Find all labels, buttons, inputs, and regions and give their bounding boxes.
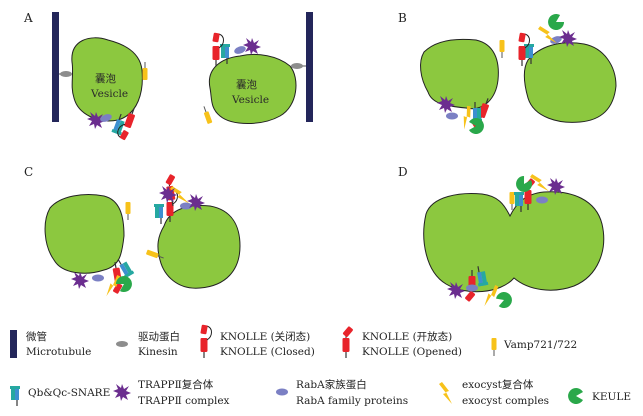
snare-c2 [153, 203, 165, 225]
trapp-a2 [243, 38, 261, 55]
vesicle-c1 [44, 194, 125, 274]
vesicle-b2 [523, 42, 617, 123]
snare-icon [9, 385, 21, 407]
legend-trapp-en: TRAPPⅡ complex [138, 395, 230, 407]
vamp-icon [491, 337, 497, 357]
panel-d: D [398, 165, 605, 310]
vesicle-c2 [157, 205, 241, 289]
legend-keule: KEULE [568, 388, 631, 404]
vesicle-label-cn-a2: 囊泡 [236, 78, 257, 91]
keule-b2 [545, 11, 567, 33]
legend: 微管 Microtubule 驱动蛋白 Kinesin KNOLLE (关闭态)… [9, 323, 631, 407]
trapp-icon [113, 384, 131, 401]
raba-a2 [233, 44, 247, 56]
raba-b1 [446, 112, 458, 120]
vesicle-label-en-a1: Vesicle [90, 88, 128, 100]
legend-trapp: TRAPPⅡ复合体 TRAPPⅡ complex [113, 378, 230, 407]
legend-knolle-closed: KNOLLE (关闭态) KNOLLE (Closed) [199, 323, 315, 359]
vesicle-label-en-a2: Vesicle [231, 94, 269, 106]
legend-knolle-closed-en: KNOLLE (Closed) [220, 346, 315, 358]
vamp-c1 [125, 201, 131, 221]
kinesin-a2 [291, 63, 306, 69]
trapp-c3 [159, 186, 177, 203]
legend-vamp: Vamp721/722 [491, 337, 577, 357]
exocyst-icon [439, 382, 452, 404]
legend-exocyst-cn: exocyst复合体 [462, 378, 534, 391]
legend-raba: RabA家族蛋白 RabA family proteins [276, 378, 408, 407]
legend-microtubule: 微管 Microtubule [10, 330, 91, 358]
panel-label-c: C [24, 165, 33, 179]
legend-vamp-en: Vamp721/722 [503, 339, 577, 351]
legend-exocyst: exocyst复合体 exocyst comples [439, 378, 549, 407]
panel-c: C [24, 165, 241, 297]
kinesin-icon [116, 341, 128, 347]
legend-microtubule-cn: 微管 [26, 330, 47, 343]
panel-label-b: B [398, 11, 407, 25]
legend-exocyst-en: exocyst comples [462, 395, 549, 407]
legend-knolle-opened-cn: KNOLLE (开放态) [362, 330, 452, 343]
legend-raba-en: RabA family proteins [296, 395, 408, 407]
microtubule-swatch [10, 330, 17, 358]
vamp-d1 [509, 191, 515, 211]
legend-knolle-opened: KNOLLE (开放态) KNOLLE (Opened) [341, 325, 462, 359]
legend-trapp-cn: TRAPPⅡ复合体 [138, 378, 214, 391]
raba-c1 [92, 274, 104, 282]
vesicle-label-cn-a1: 囊泡 [95, 72, 116, 85]
panel-label-a: A [23, 11, 33, 25]
legend-kinesin-en: Kinesin [138, 346, 178, 358]
vamp-b1 [499, 39, 505, 59]
keule-d2 [494, 289, 515, 310]
legend-keule-en: KEULE [592, 391, 631, 403]
legend-snare-en: Qb&Qc-SNARE [28, 387, 110, 399]
legend-snare: Qb&Qc-SNARE [9, 385, 110, 407]
legend-raba-cn: RabA家族蛋白 [296, 378, 367, 391]
panel-a: A 囊泡 Vesicle 囊泡 Vesicle [23, 11, 313, 142]
knolle-opened-icon [341, 325, 355, 359]
raba-c2 [180, 202, 192, 210]
microtubule-a2 [306, 12, 313, 122]
microtubule-a1 [52, 12, 59, 122]
legend-kinesin-cn: 驱动蛋白 [138, 330, 180, 343]
vesicle-a1 [71, 37, 143, 122]
vesicle-b1 [420, 38, 499, 110]
raba-icon [276, 388, 288, 396]
raba-d2 [466, 284, 478, 292]
vesicle-a2 [208, 53, 297, 124]
vamp-a2 [201, 105, 213, 125]
legend-knolle-opened-en: KNOLLE (Opened) [362, 346, 462, 358]
panel-label-d: D [398, 165, 408, 179]
vesicle-d-fused [423, 191, 605, 293]
kinesin-a1 [59, 71, 72, 77]
raba-d1 [536, 196, 548, 204]
legend-kinesin: 驱动蛋白 Kinesin [116, 330, 180, 358]
vamp-a1 [142, 61, 148, 81]
legend-knolle-closed-cn: KNOLLE (关闭态) [220, 330, 310, 343]
knolle-closed-icon [199, 323, 213, 359]
legend-microtubule-en: Microtubule [26, 346, 91, 358]
keule-icon [568, 388, 583, 404]
panel-b: B [398, 11, 617, 134]
trapp-c1 [71, 272, 89, 289]
